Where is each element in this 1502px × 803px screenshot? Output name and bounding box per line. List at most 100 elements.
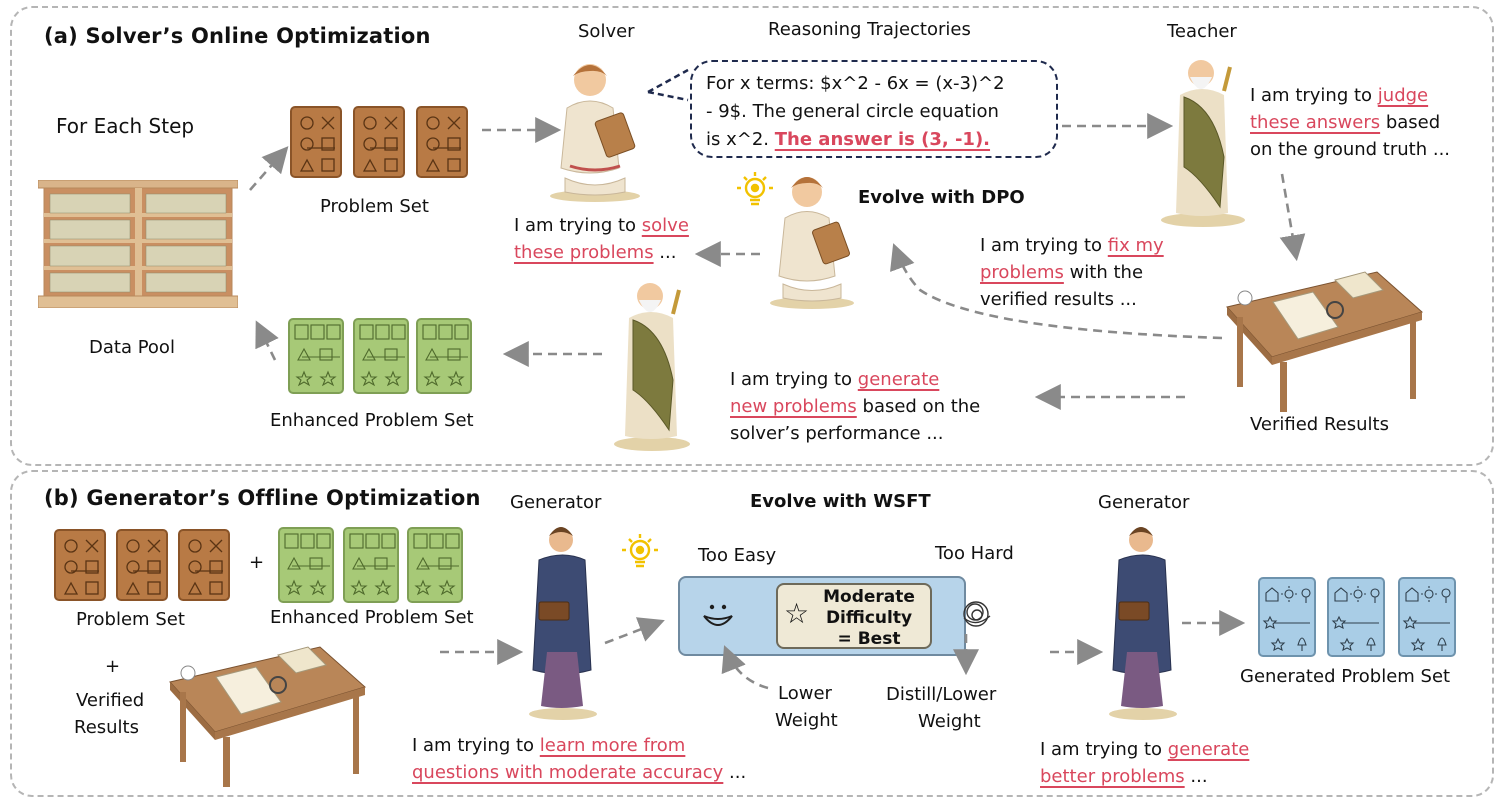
distill-line-1: Distill/Lower xyxy=(886,684,997,705)
b-problem-set-label: Problem Set xyxy=(76,609,185,630)
learn-highlight-1: learn more from xyxy=(539,735,686,756)
panel-a-title: (a) Solver’s Online Optimization xyxy=(44,24,431,48)
bubble-line-1: For x terms: $x^2 - 6x = (x-3)^2 xyxy=(706,73,1005,94)
teacher-highlight-1: judge xyxy=(1377,85,1429,106)
evolved-solver-figure-icon xyxy=(765,170,860,310)
distill-line-2: Weight xyxy=(918,711,981,732)
generate-highlight-2: new problems xyxy=(730,396,857,417)
smile-icon xyxy=(700,598,736,634)
generator-figure-1-icon xyxy=(525,522,600,722)
bubble-line-3-prefix: is x^2. xyxy=(706,129,775,150)
problem-card xyxy=(116,529,168,601)
teacher-figure-2-icon xyxy=(612,278,692,453)
problem-card xyxy=(178,529,230,601)
generate-text: I am trying to generate new problems bas… xyxy=(730,366,1030,447)
star-icon: ☆ xyxy=(784,597,810,630)
moderate-line-1: Moderate xyxy=(823,587,915,607)
fix-text-mid: with the xyxy=(1063,262,1144,283)
fix-text-prefix: I am trying to xyxy=(980,235,1108,256)
generate-text-mid: based on the xyxy=(856,396,981,417)
lower-weight-line-2: Weight xyxy=(775,710,838,731)
problem-card xyxy=(290,106,342,178)
lightbulb-icon xyxy=(735,170,775,214)
better-highlight-1: generate xyxy=(1167,739,1250,760)
learn-text-suffix: ... xyxy=(723,762,747,783)
generator-figure-2-icon xyxy=(1105,522,1180,722)
b-verified-line-2: Results xyxy=(74,717,139,738)
solver-label: Solver xyxy=(578,21,635,42)
solver-text-prefix: I am trying to xyxy=(514,215,642,236)
generated-problem-card xyxy=(1327,577,1385,657)
b-enhanced-problem-set-label: Enhanced Problem Set xyxy=(270,607,474,628)
teacher-text-line3: on the ground truth ... xyxy=(1250,139,1451,160)
fix-highlight-2: problems xyxy=(980,262,1064,283)
problem-card xyxy=(416,106,468,178)
too-hard-label: Too Hard xyxy=(935,543,1014,564)
reasoning-bubble: For x terms: $x^2 - 6x = (x-3)^2 - 9$. T… xyxy=(690,60,1058,158)
learn-highlight-2: questions with moderate accuracy xyxy=(412,762,724,783)
enhanced-problem-card xyxy=(416,318,472,394)
b-plus-2: + xyxy=(105,656,121,677)
generate-text-prefix: I am trying to xyxy=(730,369,858,390)
b-verified-line-1: Verified xyxy=(76,690,145,711)
moderate-difficulty-box: ☆ Moderate Difficulty = Best xyxy=(776,583,932,649)
verified-results-desk-icon xyxy=(1225,262,1425,412)
solver-highlight-1: solve xyxy=(641,215,689,236)
enhanced-problem-card xyxy=(407,527,463,603)
fix-text-line3: verified results ... xyxy=(980,289,1137,310)
moderate-line-2: Difficulty xyxy=(825,608,913,628)
better-text-prefix: I am trying to xyxy=(1040,739,1168,760)
fix-text: I am trying to fix my problems with the … xyxy=(980,232,1220,313)
enhanced-problem-card xyxy=(278,527,334,603)
panel-solver-online xyxy=(10,6,1494,466)
enhanced-problem-card xyxy=(288,318,344,394)
enhanced-problem-card xyxy=(353,318,409,394)
lower-weight-line-1: Lower xyxy=(778,683,832,704)
bookshelf-icon xyxy=(37,179,239,309)
generated-problem-card xyxy=(1258,577,1316,657)
solver-text-suffix: ... xyxy=(653,242,677,263)
learn-text-prefix: I am trying to xyxy=(412,735,540,756)
generated-problem-set-label: Generated Problem Set xyxy=(1240,666,1451,687)
moderate-line-3: = Best xyxy=(837,629,901,649)
bubble-line-2: - 9$. The general circle equation xyxy=(706,101,999,122)
data-pool-label: Data Pool xyxy=(89,337,175,358)
teacher-label: Teacher xyxy=(1167,21,1237,42)
scribble-icon xyxy=(958,596,994,632)
evolve-wsft-label: Evolve with WSFT xyxy=(750,491,931,512)
learn-text: I am trying to learn more from questions… xyxy=(412,732,812,786)
solver-highlight-2: these problems xyxy=(514,242,654,263)
panel-b-title: (b) Generator’s Offline Optimization xyxy=(44,486,481,510)
verified-results-label: Verified Results xyxy=(1250,414,1389,435)
teacher-highlight-2: these answers xyxy=(1250,112,1381,133)
answer-text: The answer is (3, -1). xyxy=(774,129,991,150)
problem-card xyxy=(54,529,106,601)
enhanced-problem-set-label: Enhanced Problem Set xyxy=(270,410,474,431)
reasoning-trajectories-label: Reasoning Trajectories xyxy=(768,19,971,40)
bubble-line-3: is x^2. The answer is (3, -1). xyxy=(706,126,1042,154)
better-highlight-2: better problems xyxy=(1040,766,1185,787)
fix-highlight-1: fix my xyxy=(1107,235,1164,256)
generator-label-2: Generator xyxy=(1098,492,1190,513)
evolve-dpo-label: Evolve with DPO xyxy=(858,187,1025,208)
enhanced-problem-card xyxy=(343,527,399,603)
problem-card xyxy=(353,106,405,178)
teacher-text: I am trying to judge these answers based… xyxy=(1250,82,1490,163)
lightbulb-icon-2 xyxy=(620,532,660,576)
solver-figure-icon xyxy=(545,58,645,203)
b-verified-results-desk-icon xyxy=(168,637,368,787)
solver-text: I am trying to solve these problems ... xyxy=(514,212,734,266)
teacher-text-prefix: I am trying to xyxy=(1250,85,1378,106)
problem-set-label: Problem Set xyxy=(320,196,429,217)
better-text: I am trying to generate better problems … xyxy=(1040,736,1320,790)
generated-problem-card xyxy=(1398,577,1456,657)
teacher-figure-icon xyxy=(1158,55,1248,230)
panel-generator-offline xyxy=(10,470,1494,797)
generate-text-line3: solver’s performance ... xyxy=(730,423,944,444)
better-text-suffix: ... xyxy=(1184,766,1208,787)
b-plus-1: + xyxy=(249,552,265,573)
generate-highlight-1: generate xyxy=(857,369,940,390)
teacher-text-mid: based xyxy=(1380,112,1441,133)
for-each-step-label: For Each Step xyxy=(56,114,195,138)
too-easy-label: Too Easy xyxy=(698,545,777,566)
